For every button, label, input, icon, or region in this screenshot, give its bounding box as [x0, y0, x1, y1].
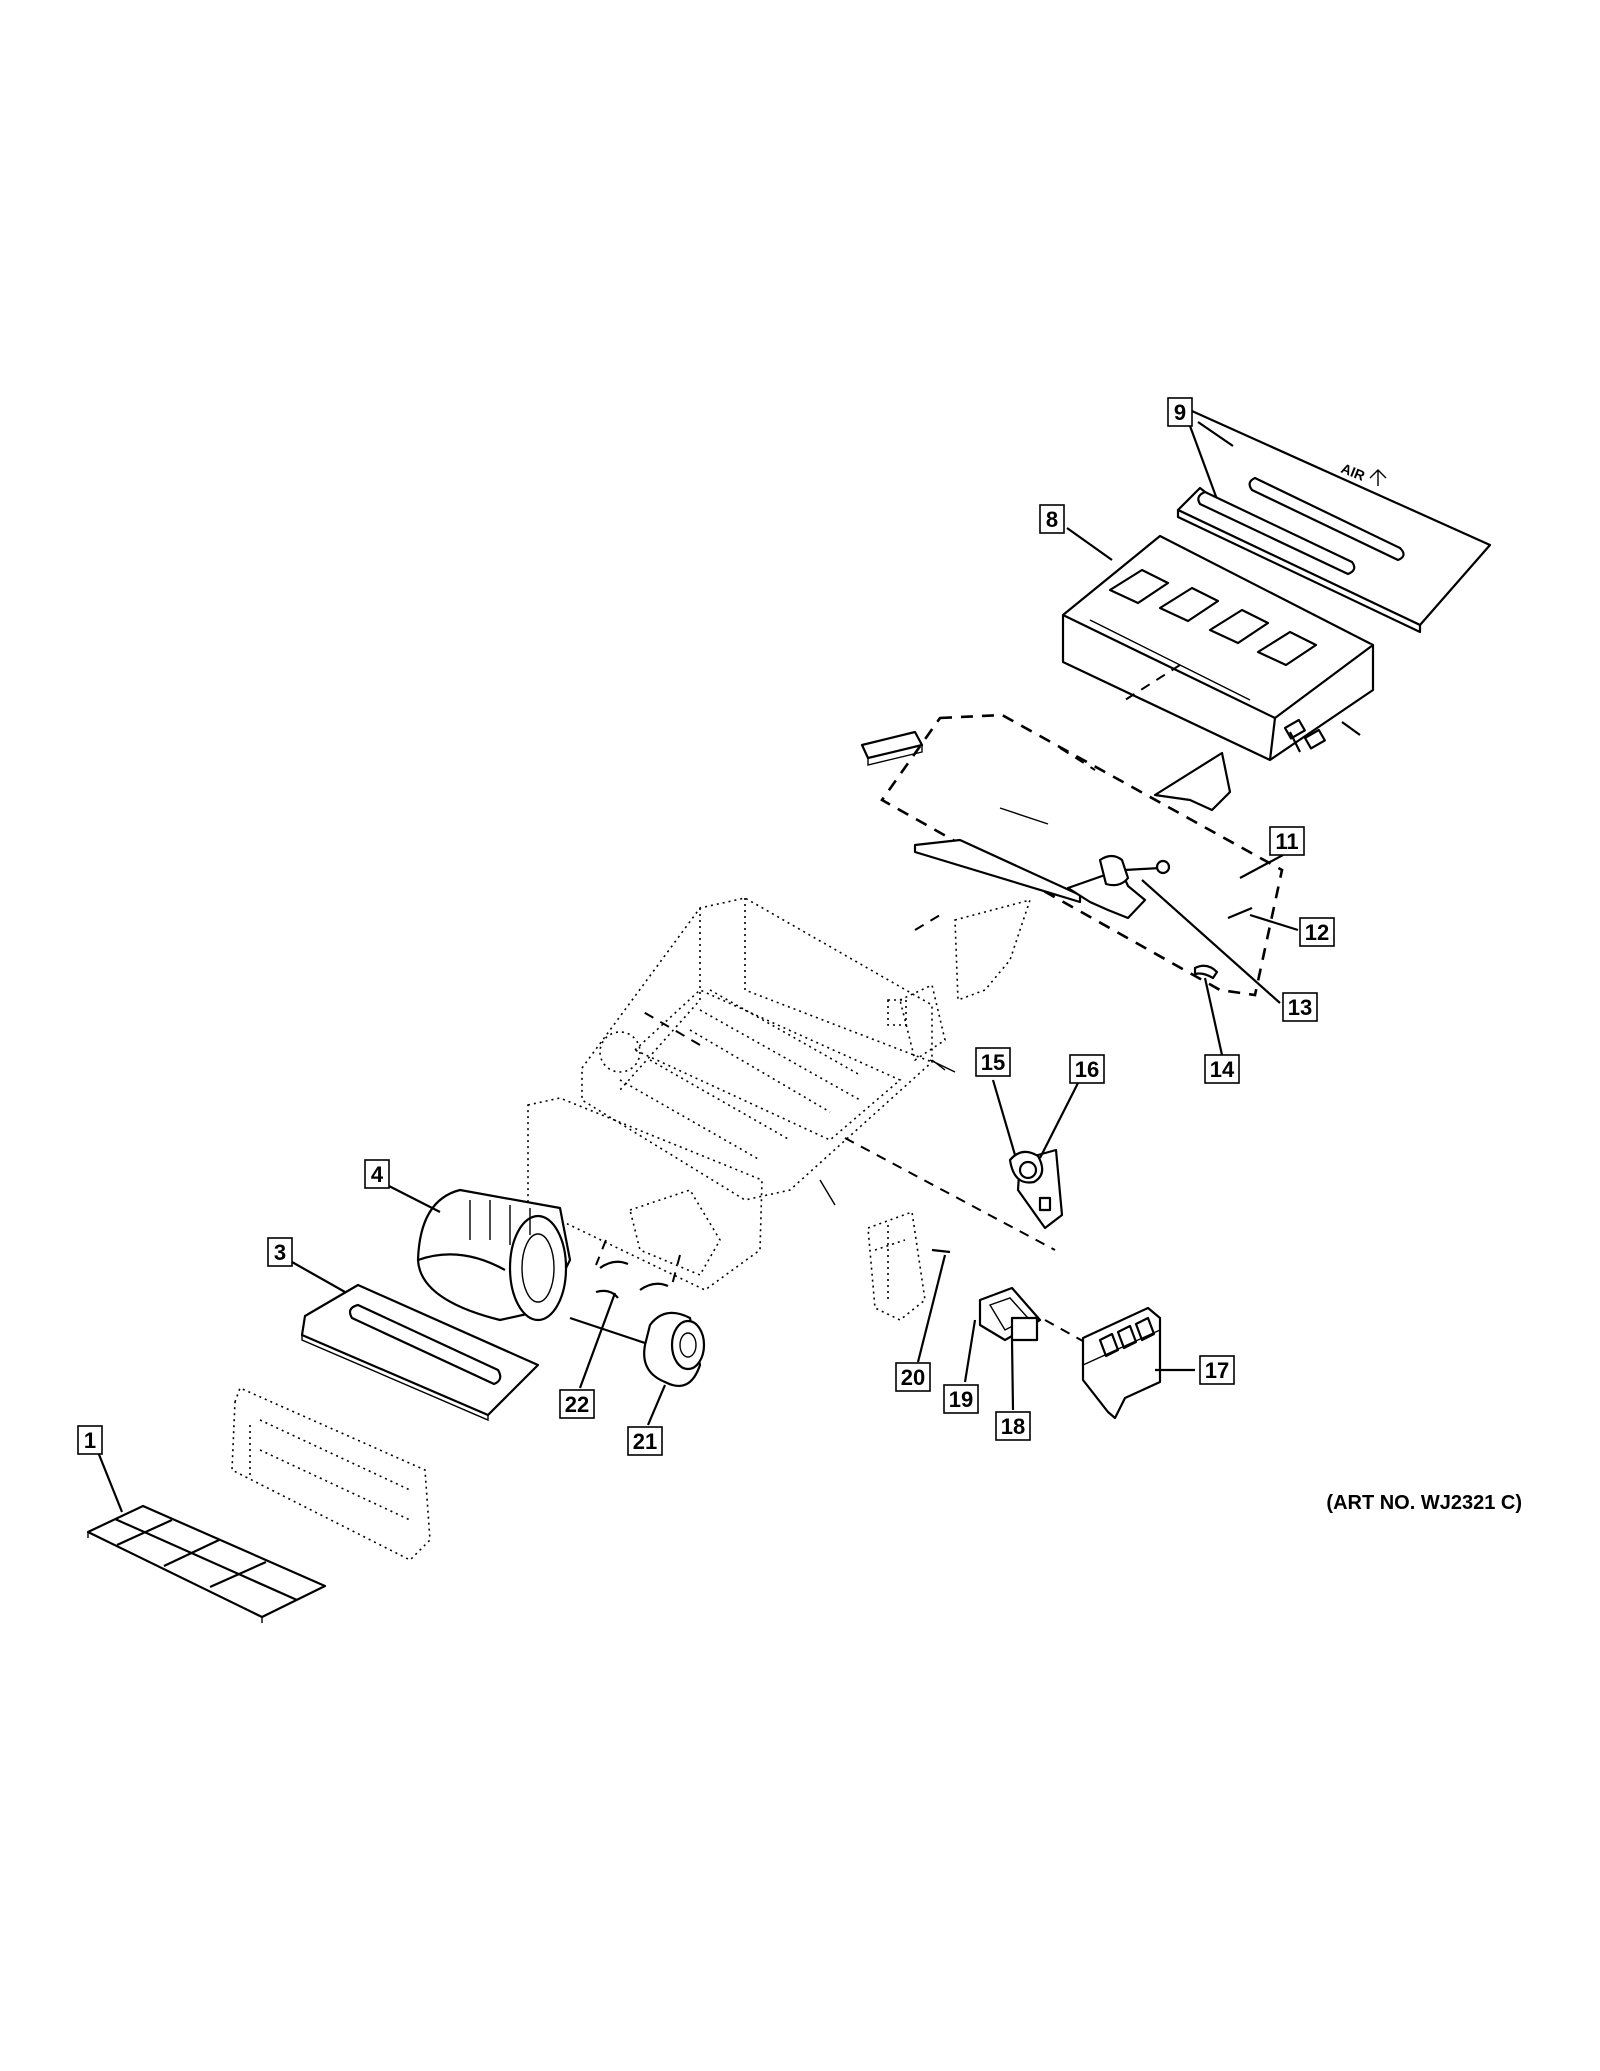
svg-text:13: 13 [1288, 995, 1312, 1020]
callout-16: 16 [1069, 1054, 1105, 1084]
svg-text:18: 18 [1001, 1414, 1025, 1439]
callout-8: 8 [1039, 504, 1065, 534]
part-17-control-cover [1081, 1306, 1162, 1420]
part-8-housing [1061, 534, 1375, 762]
svg-text:12: 12 [1305, 920, 1329, 945]
callout-19: 19 [943, 1384, 979, 1414]
svg-text:15: 15 [981, 1050, 1005, 1075]
svg-text:11: 11 [1275, 829, 1298, 854]
svg-text:9: 9 [1174, 400, 1186, 425]
art-number-label: (ART NO. WJ2321 C) [1326, 1492, 1522, 1514]
svg-text:21: 21 [633, 1429, 657, 1454]
svg-text:19: 19 [949, 1387, 973, 1412]
callout-15: 15 [975, 1047, 1011, 1077]
callout-13: 13 [1282, 992, 1318, 1022]
callout-14: 14 [1204, 1054, 1240, 1084]
callout-3: 3 [267, 1237, 293, 1267]
part-3-front-panel [300, 1283, 540, 1422]
svg-text:17: 17 [1205, 1358, 1229, 1383]
side-bracket [914, 898, 1032, 1002]
callout-11: 11 [1269, 826, 1305, 856]
callout-1: 1 [77, 1425, 103, 1455]
part-18-19-control-board [978, 1286, 1091, 1346]
grille-frame [231, 1386, 431, 1561]
callout-20: 20 [895, 1362, 931, 1392]
svg-text:8: 8 [1046, 507, 1058, 532]
callout-22: 22 [559, 1389, 595, 1419]
callout-9: 9 [1167, 397, 1193, 427]
svg-text:4: 4 [371, 1162, 384, 1187]
callout-12: 12 [1299, 917, 1335, 947]
part-21-fan-motor [569, 1311, 706, 1387]
svg-text:22: 22 [565, 1392, 589, 1417]
svg-text:16: 16 [1075, 1057, 1099, 1082]
part-1-air-filter [86, 1504, 327, 1623]
part-4-blower-housing [416, 1188, 572, 1322]
svg-text:14: 14 [1210, 1057, 1235, 1082]
callout-4: 4 [364, 1159, 390, 1189]
base-chassis [581, 897, 1056, 1251]
part-15-16-pump-assembly [1008, 1148, 1064, 1230]
part-11-heater-assembly [860, 713, 1284, 997]
callout-17: 17 [1199, 1355, 1235, 1385]
control-bracket [867, 1210, 951, 1321]
svg-text:3: 3 [274, 1240, 286, 1265]
leader-lines [96, 421, 1299, 1513]
callout-18: 18 [995, 1411, 1031, 1441]
svg-text:1: 1 [84, 1428, 96, 1453]
part-9-top-cover: AIR [1176, 405, 1492, 634]
svg-text:20: 20 [901, 1365, 925, 1390]
callout-21: 21 [627, 1426, 663, 1456]
part-22-motor-straps [595, 1239, 681, 1299]
